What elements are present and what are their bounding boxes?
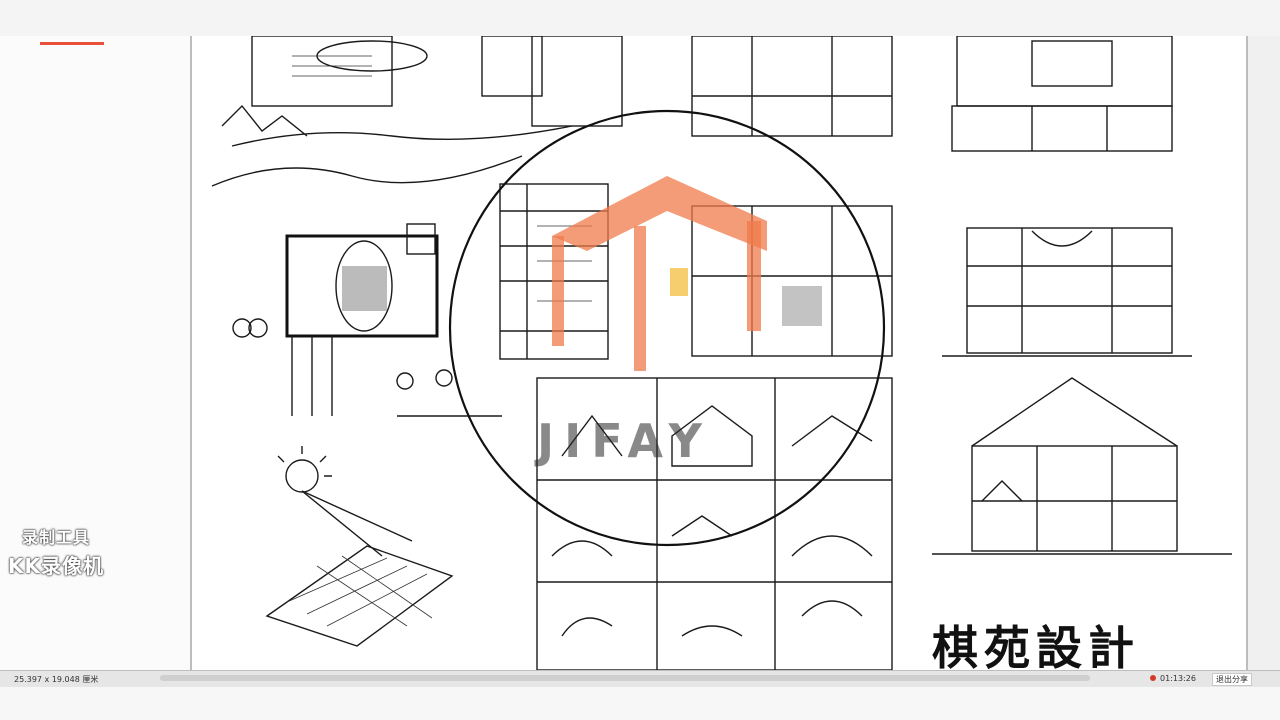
stop-share-button[interactable]: 退出分享 [1212,673,1252,686]
document-canvas[interactable]: JIFAY 棋苑設計 [192,36,1246,670]
record-dot-icon [1150,675,1156,681]
calligraphy-title: 棋苑設計 [932,621,1140,670]
panel-accent-line [40,42,104,45]
sketch-elevation-top-right [951,36,1173,152]
sketch-plan-left [232,223,502,417]
sketch-grid-bottom-center [536,377,893,670]
sketch-elevation-top-left [211,36,623,187]
recording-timer: 01:13:26 [1160,674,1196,683]
right-scroll-panel[interactable] [1246,36,1280,670]
sketch-section-right-1 [942,227,1192,357]
page-dimensions: 25.397 x 19.048 厘米 [14,675,99,684]
sketch-sun-diagram [265,446,454,647]
logo-text: JIFAY [537,414,712,468]
horizontal-scrollbar[interactable] [160,675,1090,681]
sketch-plan-center-top [691,36,893,357]
sketch-section-right-2 [932,377,1232,555]
jifay-logo [448,109,886,547]
watermark-line-2: KK录像机 [8,554,104,578]
recorder-watermark: 录制工具 KK录像机 [6,524,106,579]
status-bar: 25.397 x 19.048 厘米 01:13:26 退出分享 [0,670,1280,687]
left-panel [0,36,192,670]
watermark-line-1: 录制工具 [21,528,90,547]
bottom-strip [0,687,1280,720]
architecture-sketch-sheet [211,36,1232,670]
top-strip [0,0,1280,36]
